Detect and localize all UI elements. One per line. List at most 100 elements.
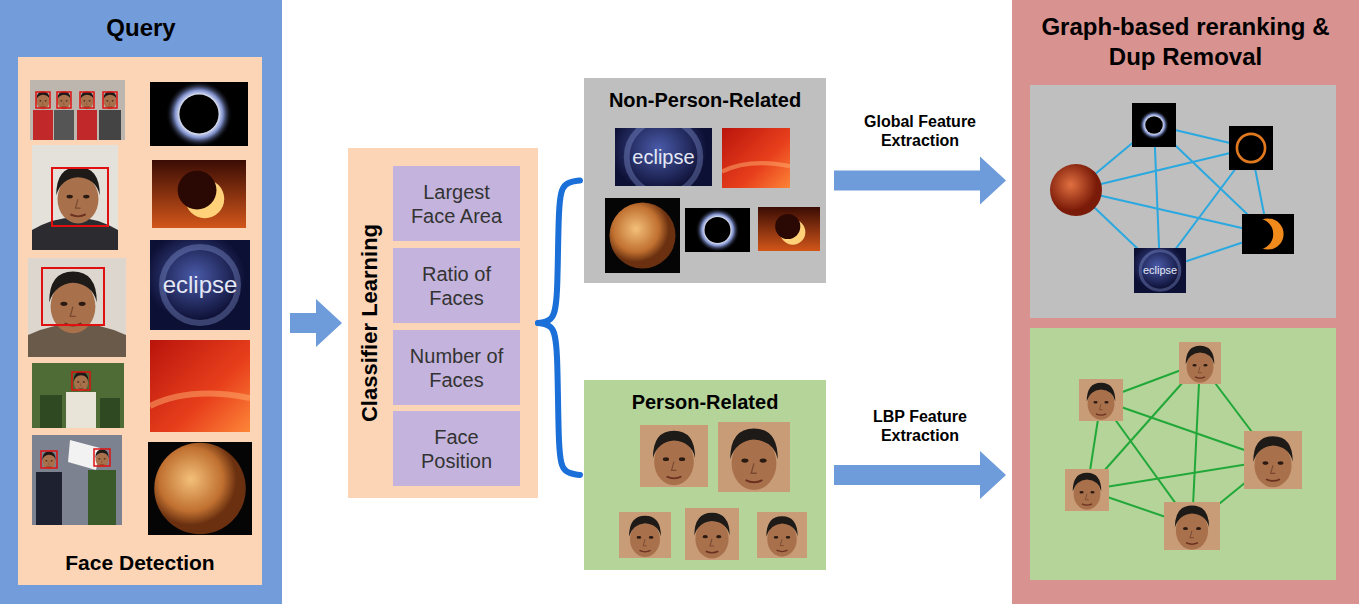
split-bracket [538,181,580,324]
query-photos [72,372,90,390]
query-photos [103,92,117,110]
face-graph [1064,469,1111,511]
category-title-holder: Person-Related [592,390,818,414]
block-arrow [834,157,1006,205]
query-photos [28,80,126,525]
similarity-graph [1132,103,1176,147]
feature-label: Number of Faces [399,344,514,392]
query-photos [32,435,122,525]
query-photos [95,450,109,468]
query-photos [77,110,97,140]
edge-label: Global Feature Extraction [840,112,1000,150]
similarity-graph [1076,190,1268,234]
category-photos [615,113,712,200]
feature-box: Number of Faces [393,330,520,405]
edge-label-holder: LBP Feature Extraction [840,407,1000,445]
similarity-graph [1076,148,1251,190]
query-photos [103,92,117,108]
feature-label-holder: Face Position [399,411,514,486]
logo-text: eclipse [163,272,238,298]
query-photos [30,80,125,140]
query-photos [57,92,71,110]
face-crops [619,422,808,560]
feature-label: Largest Face Area [399,180,514,228]
query-photos [80,92,94,110]
face-graph [1192,363,1200,526]
edge-label-holder: Global Feature Extraction [840,112,1000,150]
panel-title: Graph-based reranking & Dup Removal [1028,12,1343,72]
panel-title: Query [8,14,274,43]
box-title: Classifier Learning [357,224,383,422]
query-photos [99,110,121,140]
similarity-graph [1050,164,1102,216]
query-photos [88,470,116,525]
eclipse-photos [148,65,252,541]
category-photos [605,113,820,273]
face-graph [1177,342,1224,384]
query-photos [36,92,117,108]
split-bracket [538,323,580,475]
query-photos [74,372,89,391]
feature-box: Largest Face Area [393,166,520,241]
query-photos [80,92,94,108]
panel-caption-holder: Face Detection [26,550,254,575]
logo-text-holder: eclipse [150,240,250,330]
query-photos [33,110,53,140]
feature-box: Face Position [393,411,520,486]
classifier-box: Classifier Learning Largest Face AreaRati… [348,148,538,498]
feature-box: Ratio of Faces [393,248,520,323]
face-crops [640,425,709,487]
logo-text-holder: eclipse [1134,248,1186,293]
query-photos [54,110,74,140]
category-title-holder: Non-Person-Related [592,88,818,112]
query-photos [28,258,126,357]
query-photos [49,272,97,334]
face-crops [715,422,793,492]
panel-caption: Face Detection [26,550,254,575]
query-photos [94,449,110,466]
query-photos [36,92,50,108]
query-photos [36,92,50,110]
query-photos [56,167,100,223]
query-photos [32,363,124,428]
face-graph [1030,328,1336,580]
face-crops [683,508,741,560]
query-photos [41,451,57,468]
similarity-graph [1030,85,1336,318]
feature-label: Ratio of Faces [399,262,514,310]
panel-title-holder: Graph-based reranking & Dup Removal [1028,12,1343,72]
face-crops [756,512,807,558]
face-graph [1030,328,1336,580]
feature-label-holder: Number of Faces [399,330,514,405]
block-arrow [290,299,342,347]
feature-label-holder: Ratio of Faces [399,248,514,323]
face-graph [1241,431,1305,489]
similarity-graph [1134,247,1186,294]
similarity-graph [1242,213,1294,255]
feature-label-holder: Largest Face Area [399,166,514,241]
eclipse-photos [150,65,248,163]
category-photos [685,198,750,263]
face-crops [619,512,671,559]
category-title: Person-Related [592,390,818,414]
query-photos [41,449,110,468]
category-title: Non-Person-Related [592,88,818,112]
block-arrow [834,451,1006,499]
query-photos [42,268,104,325]
query-photos [42,452,56,470]
category-photos [758,207,821,251]
eclipse-photos [150,240,250,330]
edge-label: LBP Feature Extraction [840,407,1000,445]
face-graph [1078,379,1125,421]
query-photos [57,92,71,108]
query-photos [36,472,62,525]
similarity-graph [1229,126,1273,170]
similarity-graph [1030,85,1336,318]
query-photos [66,392,96,428]
face-graph [1164,501,1220,551]
category-photos [722,124,790,192]
query-photos [32,145,118,250]
eclipse-photos [150,160,247,228]
eclipse-photos [150,336,250,436]
